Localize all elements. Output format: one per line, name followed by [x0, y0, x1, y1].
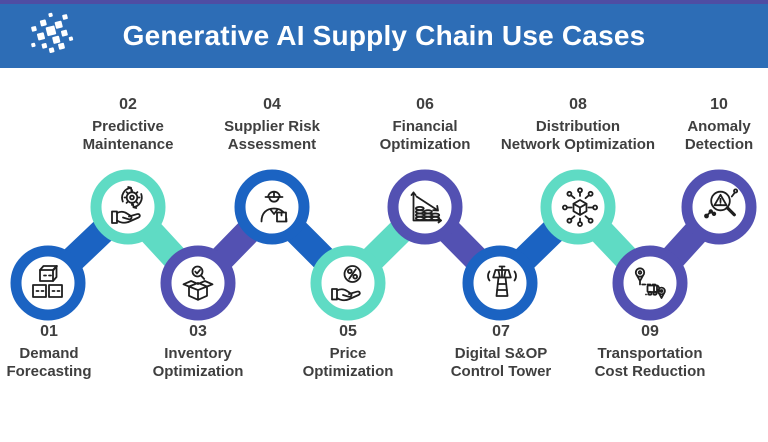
node-ring-02	[90, 169, 166, 245]
worker-icon	[260, 190, 288, 223]
truck-route-icon	[634, 267, 666, 299]
item-label-03: 03 Inventory Optimization	[103, 323, 293, 380]
item-label-10: 10 Anomaly Detection	[624, 96, 768, 153]
item-label-line: Financial	[392, 118, 458, 135]
header-banner	[0, 4, 768, 68]
item-number: 04	[263, 96, 281, 113]
node-ring-09	[612, 245, 688, 321]
hand-gear-icon	[111, 186, 143, 224]
item-label-01: 01 Demand Forecasting	[0, 323, 144, 380]
top-accent-strip	[0, 0, 768, 4]
item-label-line: Supplier Risk	[224, 118, 320, 135]
item-label-line: Optimization	[152, 362, 244, 380]
node-ring-05	[310, 245, 386, 321]
item-label-line: Transportation	[597, 345, 703, 362]
item-label-04: 04 Supplier Risk Assessment	[177, 96, 367, 153]
item-label-02: 02 Predictive Maintenance	[33, 96, 223, 153]
item-label-line: Detection	[684, 135, 754, 153]
item-label-line: Assessment	[227, 135, 317, 153]
item-label-05: 05 Price Optimization	[253, 323, 443, 380]
item-label-line: Control Tower	[450, 362, 552, 380]
item-label-08: 08 Distribution Network Optimization	[483, 96, 673, 153]
item-label-07: 07 Digital S&OP Control Tower	[406, 323, 596, 380]
item-label-06: 06 Financial Optimization	[330, 96, 520, 153]
item-label-line: Forecasting	[6, 362, 92, 380]
item-number: 01	[40, 323, 58, 340]
node-ring-10	[681, 169, 757, 245]
page-title: Generative AI Supply Chain Use Cases	[122, 20, 646, 51]
item-label-line: Inventory	[164, 345, 232, 362]
node-ring-07	[462, 245, 538, 321]
item-label-line: Digital S&OP	[454, 345, 548, 362]
declining-coins-chart-icon	[410, 191, 442, 224]
item-label-line: Demand	[19, 345, 79, 362]
item-number: 05	[339, 323, 357, 340]
item-number: 10	[710, 96, 728, 113]
item-label-line: Optimization	[379, 135, 471, 153]
item-number: 07	[492, 323, 510, 340]
item-label-line: Optimization	[302, 362, 394, 380]
item-number: 08	[569, 96, 587, 113]
item-label-line: Price	[329, 345, 367, 362]
item-label-line: Predictive	[92, 118, 164, 135]
item-label-line: Cost Reduction	[594, 362, 706, 380]
stacked-boxes-icon	[32, 265, 63, 298]
control-tower-icon	[487, 265, 517, 297]
item-label-line: Network Optimization	[500, 135, 656, 153]
pixel-cluster-logo-icon	[31, 12, 74, 54]
hand-percent-icon	[331, 265, 362, 302]
item-label-09: 09 Transportation Cost Reduction	[555, 323, 745, 380]
item-label-line: Distribution	[535, 118, 621, 135]
item-label-line: Maintenance	[82, 135, 174, 153]
item-label-line: Anomaly	[687, 118, 751, 135]
distribution-network-icon	[561, 187, 598, 227]
item-number: 02	[119, 96, 137, 113]
item-number: 06	[416, 96, 434, 113]
anomaly-magnifier-icon	[704, 188, 739, 219]
item-number: 09	[641, 323, 659, 340]
node-ring-06	[387, 169, 463, 245]
node-ring-01	[10, 245, 86, 321]
item-number: 03	[189, 323, 207, 340]
open-box-check-icon	[182, 265, 214, 301]
node-ring-04	[234, 169, 310, 245]
